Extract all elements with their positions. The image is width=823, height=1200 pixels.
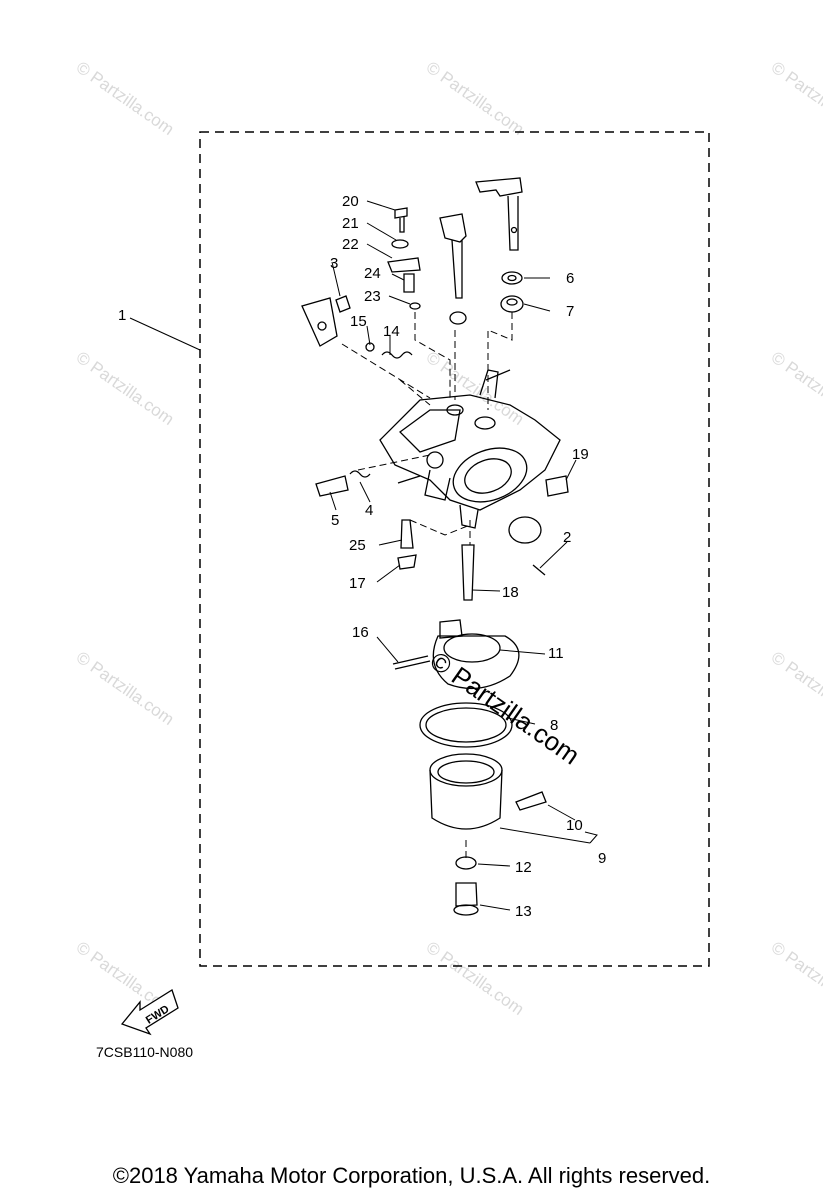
callout-11: 11: [548, 645, 564, 662]
callout-12: 12: [515, 859, 532, 876]
watermark: © Partzilla.com: [768, 938, 823, 1019]
callout-20: 20: [342, 193, 359, 210]
watermark: © Partzilla.com: [423, 58, 528, 139]
callouts: 1 2 3 4 5 6 7 8 9 10 11 12 13 14 15 16 1…: [118, 193, 606, 920]
callout-5: 5: [331, 512, 339, 529]
callout-15: 15: [350, 313, 367, 330]
callout-16: 16: [352, 624, 369, 641]
throttle-shaft: [439, 213, 467, 299]
callout-25: 25: [349, 537, 366, 554]
carburetor-body: [379, 369, 561, 529]
parts: [301, 177, 569, 916]
callout-22: 22: [342, 236, 359, 253]
copyright-notice: ©2018 Yamaha Motor Corporation, U.S.A. A…: [112, 1163, 711, 1188]
callout-3: 3: [330, 255, 338, 272]
watermark: © Partzilla.com: [768, 58, 823, 139]
diagram-reference-code: 7CSB110-N080: [96, 1044, 194, 1060]
watermark: © Partzilla.com: [423, 938, 528, 1019]
small-parts: [301, 207, 569, 601]
callout-14: 14: [383, 323, 400, 340]
watermark: © Partzilla.com: [768, 348, 823, 429]
gasket: [419, 702, 513, 748]
callout-2: 2: [563, 529, 571, 546]
float: [392, 619, 520, 690]
callout-18: 18: [502, 584, 519, 601]
watermarks: © Partzilla.com © Partzilla.com © Partzi…: [73, 58, 823, 1019]
callout-19: 19: [572, 446, 589, 463]
callout-8: 8: [550, 717, 558, 734]
watermark-center: © Partzilla.com: [425, 645, 586, 770]
callout-9: 9: [598, 850, 606, 867]
callout-1: 1: [118, 307, 126, 324]
choke-shaft: [475, 177, 523, 251]
callout-23: 23: [364, 288, 381, 305]
callout-4: 4: [365, 502, 373, 519]
leader-lines: [129, 200, 598, 911]
assembly-boundary: [199, 131, 710, 967]
watermark: © Partzilla.com: [768, 648, 823, 729]
callout-7: 7: [566, 303, 574, 320]
callout-17: 17: [349, 575, 366, 592]
callout-24: 24: [364, 265, 381, 282]
watermark: © Partzilla.com: [73, 58, 178, 139]
watermark: © Partzilla.com: [423, 348, 528, 429]
watermark: © Partzilla.com: [73, 648, 178, 729]
float-bowl: [429, 753, 547, 916]
watermark: © Partzilla.com: [73, 348, 178, 429]
callout-6: 6: [566, 270, 574, 287]
callout-21: 21: [342, 215, 359, 232]
callout-10: 10: [566, 817, 583, 834]
callout-13: 13: [515, 903, 532, 920]
